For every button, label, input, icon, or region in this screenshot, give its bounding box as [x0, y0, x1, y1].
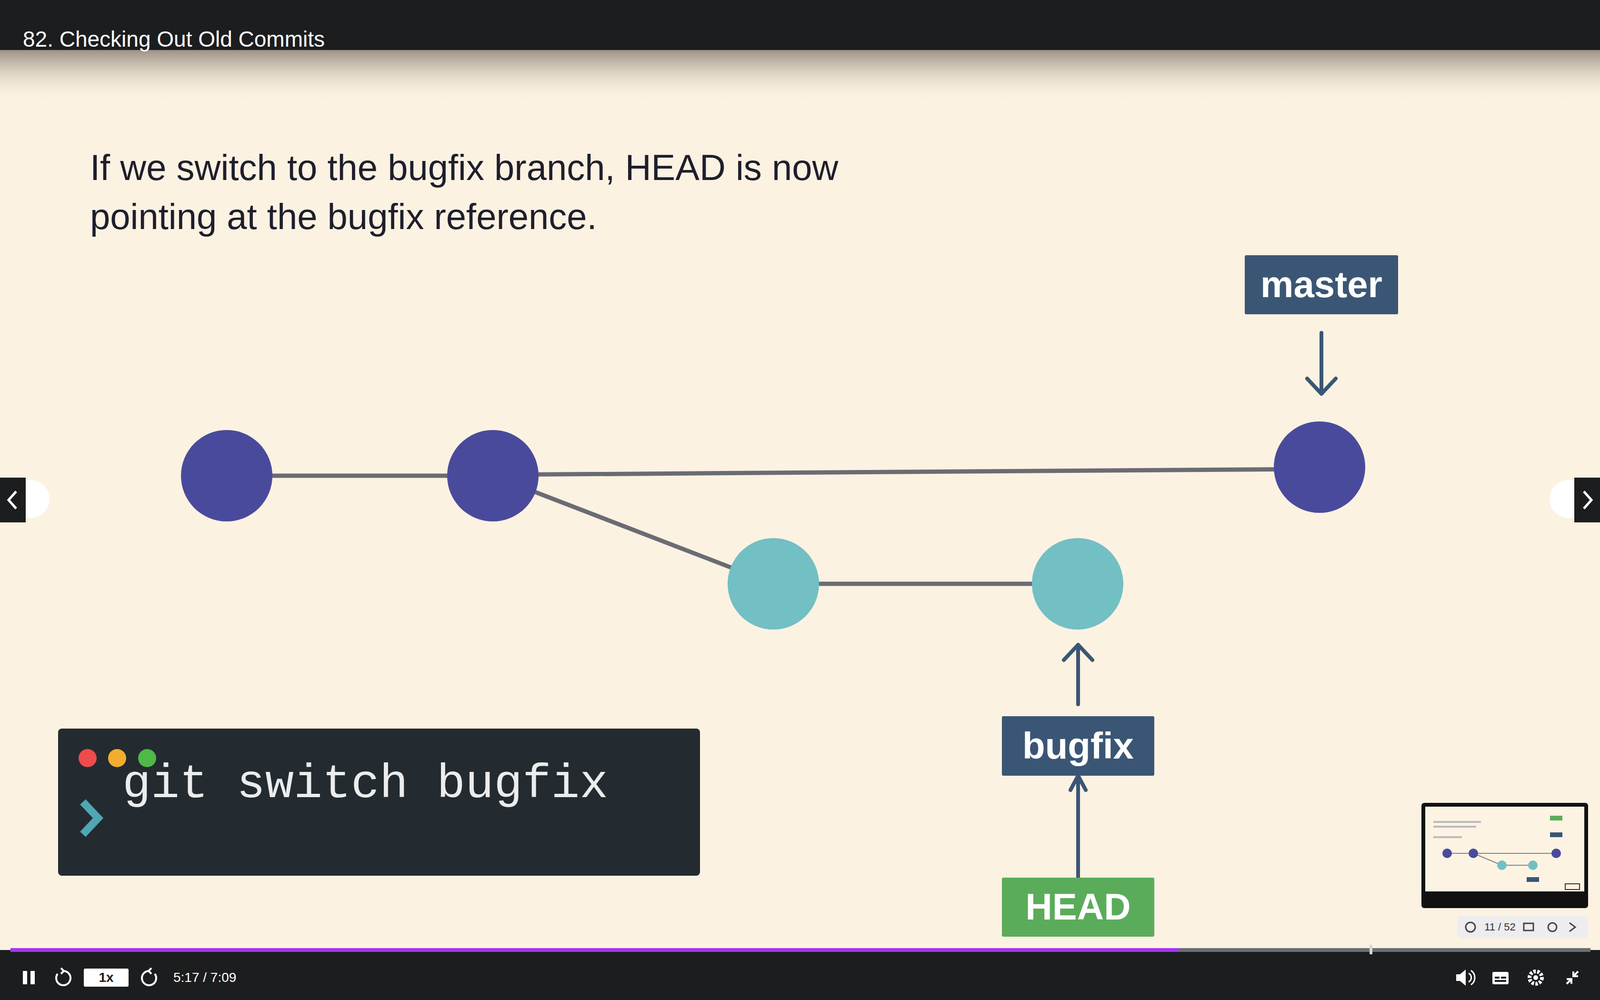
commit-circle — [727, 538, 820, 630]
rewind-icon — [56, 970, 71, 986]
minimize-icon — [1566, 971, 1579, 984]
minimize-stroke — [1566, 979, 1572, 984]
title-bar — [0, 0, 1600, 50]
progress-marker — [1369, 944, 1373, 955]
thumbnail-text-line — [1433, 836, 1462, 839]
thumbnail-commit — [1468, 848, 1479, 859]
thumbnail-ref — [1550, 832, 1563, 838]
ref-arrow-line — [1076, 645, 1080, 705]
slide-icon — [1548, 922, 1557, 932]
commit-line — [492, 469, 1320, 475]
branch-ref-box: master — [1244, 255, 1399, 315]
speed-label: 1x — [83, 968, 129, 987]
terminal-window: git switch bugfix — [58, 728, 700, 876]
slide-replay-icon — [1465, 922, 1476, 932]
settings-icon — [1533, 975, 1539, 980]
settings-icon — [1529, 971, 1542, 984]
rewind-icon — [60, 968, 64, 974]
commit-circle — [1273, 421, 1366, 513]
thumbnail — [1421, 802, 1589, 909]
commit-circle — [180, 430, 273, 522]
pointer-arrow — [1076, 775, 1080, 878]
thumbnail-frame — [1421, 802, 1589, 909]
thumbnail-commit — [1528, 860, 1538, 870]
thumbnail-ref — [1526, 877, 1540, 882]
captions-icon — [1494, 976, 1500, 979]
thumbnail-icon — [1565, 883, 1580, 890]
thumbnail-text-line — [1433, 820, 1481, 823]
window-dot — [78, 749, 97, 768]
thumbnail-slide — [1425, 806, 1585, 892]
progress-fill — [10, 948, 1179, 952]
captions-icon — [1500, 976, 1507, 979]
volume-icon — [1456, 969, 1466, 986]
volume-icon — [1468, 973, 1472, 982]
prompt-chevron — [82, 801, 99, 835]
forward-icon — [148, 968, 152, 974]
nav-tab — [1574, 477, 1600, 523]
nav-chevron — [8, 491, 17, 509]
slide-icon — [1569, 922, 1576, 932]
speed-box — [83, 968, 129, 987]
time-label: 5:17 / 7:09 — [173, 968, 237, 987]
video-title: 82. Checking Out Old Commits — [22, 26, 325, 50]
ref-arrow-line — [1319, 332, 1324, 393]
branch-ref-box: bugfix — [1001, 716, 1155, 776]
slide-counter-panel — [1457, 916, 1589, 939]
node-text: HEAD — [1025, 885, 1131, 929]
thumbnail-commit — [1497, 860, 1507, 870]
thumbnail-commit — [1551, 848, 1561, 859]
forward-icon — [141, 970, 157, 986]
head-pointer-box: HEAD — [1001, 877, 1155, 937]
captions-icon — [1494, 980, 1507, 982]
ref-arrows — [1063, 332, 1336, 705]
thumbnail-ref — [1550, 815, 1563, 821]
ref-arrow-head — [1063, 644, 1093, 660]
minimize-stroke — [1573, 971, 1579, 977]
thumbnail-commit — [1442, 848, 1452, 859]
node-text: bugfix — [1022, 724, 1134, 768]
minimize-stroke — [1573, 971, 1579, 977]
nav-chevron — [1583, 491, 1592, 509]
commit-circle — [447, 430, 539, 522]
pause-bar — [30, 970, 35, 985]
commit-circles — [180, 421, 1366, 630]
thumbnail-text-line — [1433, 825, 1477, 828]
node-text: master — [1260, 263, 1383, 307]
node-text: git switch bugfix — [122, 757, 609, 812]
minimize-stroke — [1566, 979, 1572, 984]
thumbnail-line — [1447, 852, 1557, 854]
pause-bar — [22, 970, 28, 985]
progress-track — [10, 948, 1591, 952]
slide-counter: 11 / 52 — [1476, 920, 1524, 934]
control-bar — [0, 950, 1600, 1000]
volume-icon — [1470, 970, 1475, 985]
slide-heading: If we switch to the bugfix branch, HEAD … — [90, 142, 881, 241]
captions-icon — [1492, 971, 1509, 985]
commit-circle — [1031, 538, 1124, 630]
nav-tab — [0, 477, 26, 523]
ref-arrow-head — [1307, 378, 1336, 394]
slide-icon — [1523, 923, 1534, 931]
title-shadow — [0, 50, 1600, 103]
terminal-background — [58, 728, 700, 876]
